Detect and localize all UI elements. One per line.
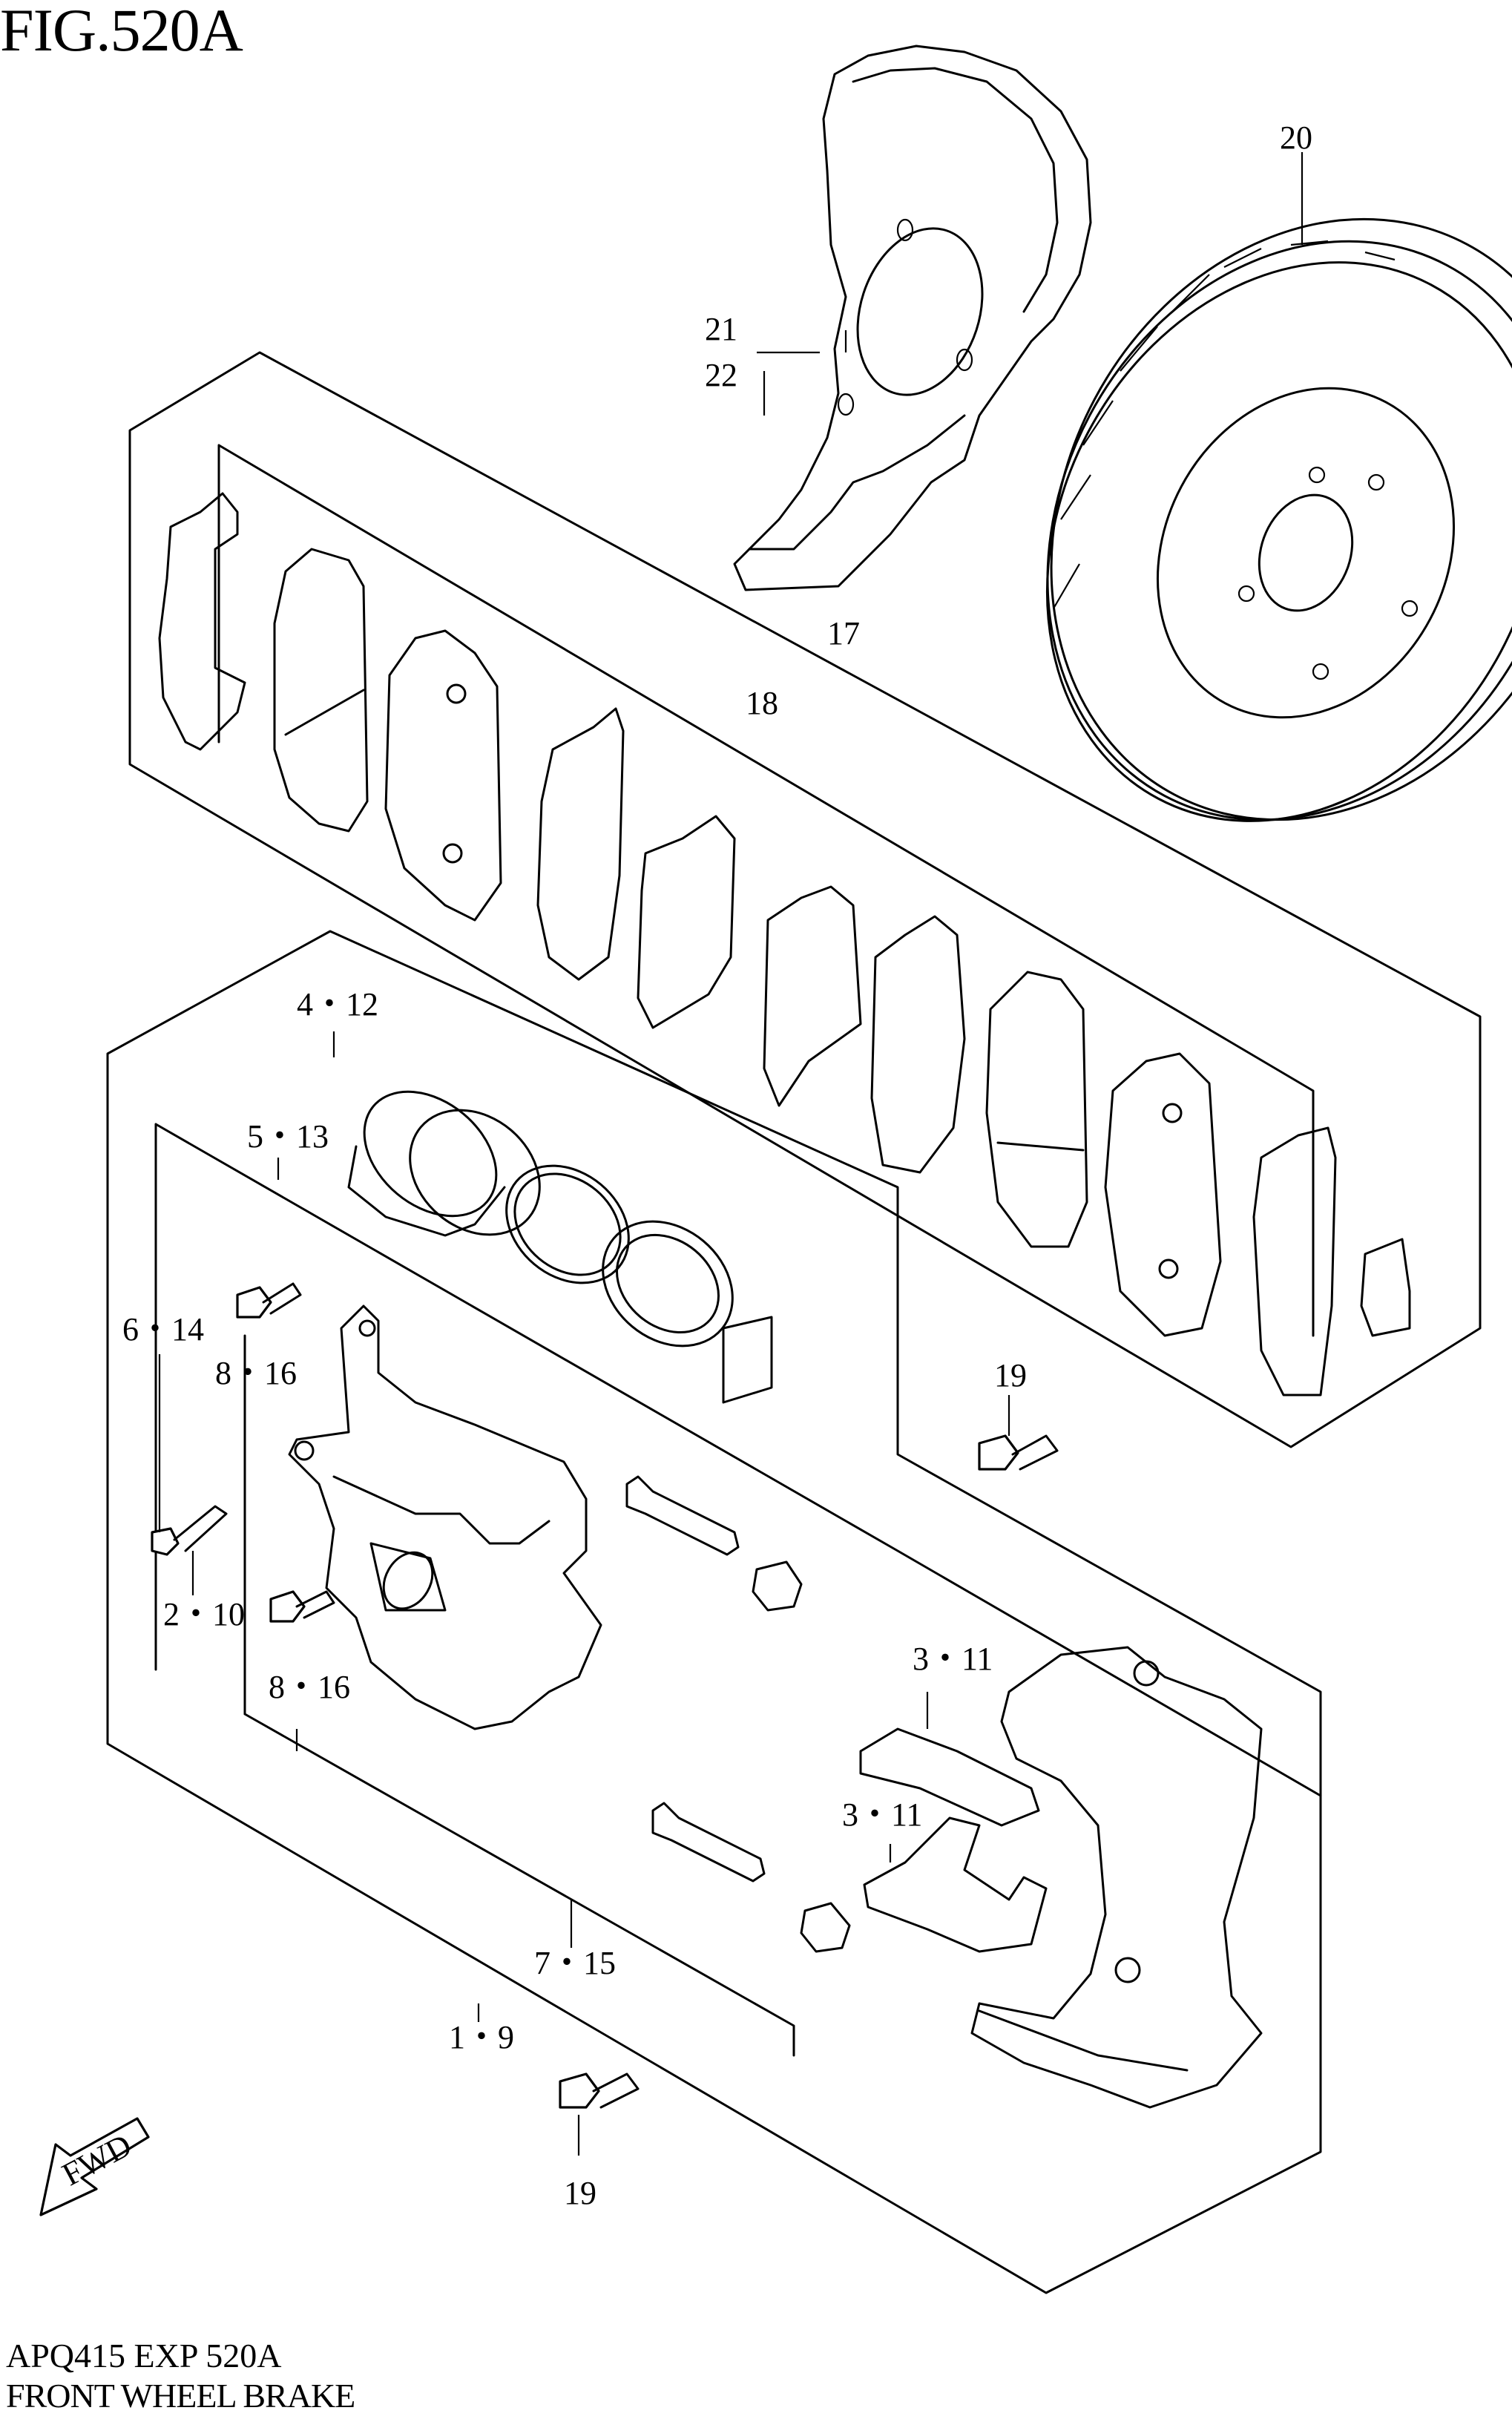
caliper-bracket-part[interactable] [970, 1646, 1263, 2109]
caliper-body-part[interactable] [288, 1304, 602, 1730]
callout-8-16-upper[interactable]: 8・16 [215, 1355, 297, 1391]
callout-4-12[interactable]: 4・12 [297, 986, 378, 1023]
callout-17[interactable]: 17 [827, 615, 860, 651]
callout-2-10[interactable]: 2・10 [163, 1596, 245, 1632]
brake-pads-group[interactable] [158, 492, 1411, 1396]
callout-19-upper[interactable]: 19 [994, 1357, 1027, 1394]
callout-22[interactable]: 22 [705, 357, 737, 393]
bolts-and-bleeder[interactable] [151, 1282, 1059, 2109]
figure-name: FRONT WHEEL BRAKE [6, 2377, 355, 2415]
dust-shield-part[interactable] [733, 45, 1092, 591]
callout-1-9[interactable]: 1・9 [449, 2019, 514, 2055]
callout-18[interactable]: 18 [746, 685, 778, 721]
callout-8-16-lower[interactable]: 8・16 [269, 1669, 350, 1705]
callout-21[interactable]: 21 [705, 311, 737, 347]
piston-and-seals[interactable] [340, 1066, 773, 1404]
callout-3-11-upper[interactable]: 3・11 [913, 1641, 993, 1677]
callout-labels: 20 21 22 17 18 4・12 5・13 6・14 8・16 2・10 … [122, 119, 1312, 2211]
figure-code: APQ415 EXP 520A [6, 2337, 282, 2374]
callout-7-15[interactable]: 7・15 [534, 1945, 616, 1981]
fwd-arrow-icon: FWD [39, 2117, 150, 2216]
figure-title: FIG.520A [0, 0, 243, 64]
caliper-kit-outline [106, 930, 1322, 2294]
callout-20[interactable]: 20 [1280, 119, 1312, 156]
pad-clips[interactable] [859, 1727, 1048, 1953]
callout-3-11-lower[interactable]: 3・11 [842, 1796, 922, 1833]
callout-19-lower[interactable]: 19 [564, 2175, 596, 2211]
brake-disc-part[interactable] [948, 124, 1512, 915]
brake-pad-set-outline [128, 351, 1482, 1448]
slide-pins-and-boots[interactable] [625, 1475, 851, 1953]
callout-6-14[interactable]: 6・14 [122, 1311, 204, 1348]
leader-lines [158, 152, 1304, 2156]
callout-5-13[interactable]: 5・13 [247, 1118, 329, 1155]
fwd-label: FWD [56, 2127, 137, 2193]
